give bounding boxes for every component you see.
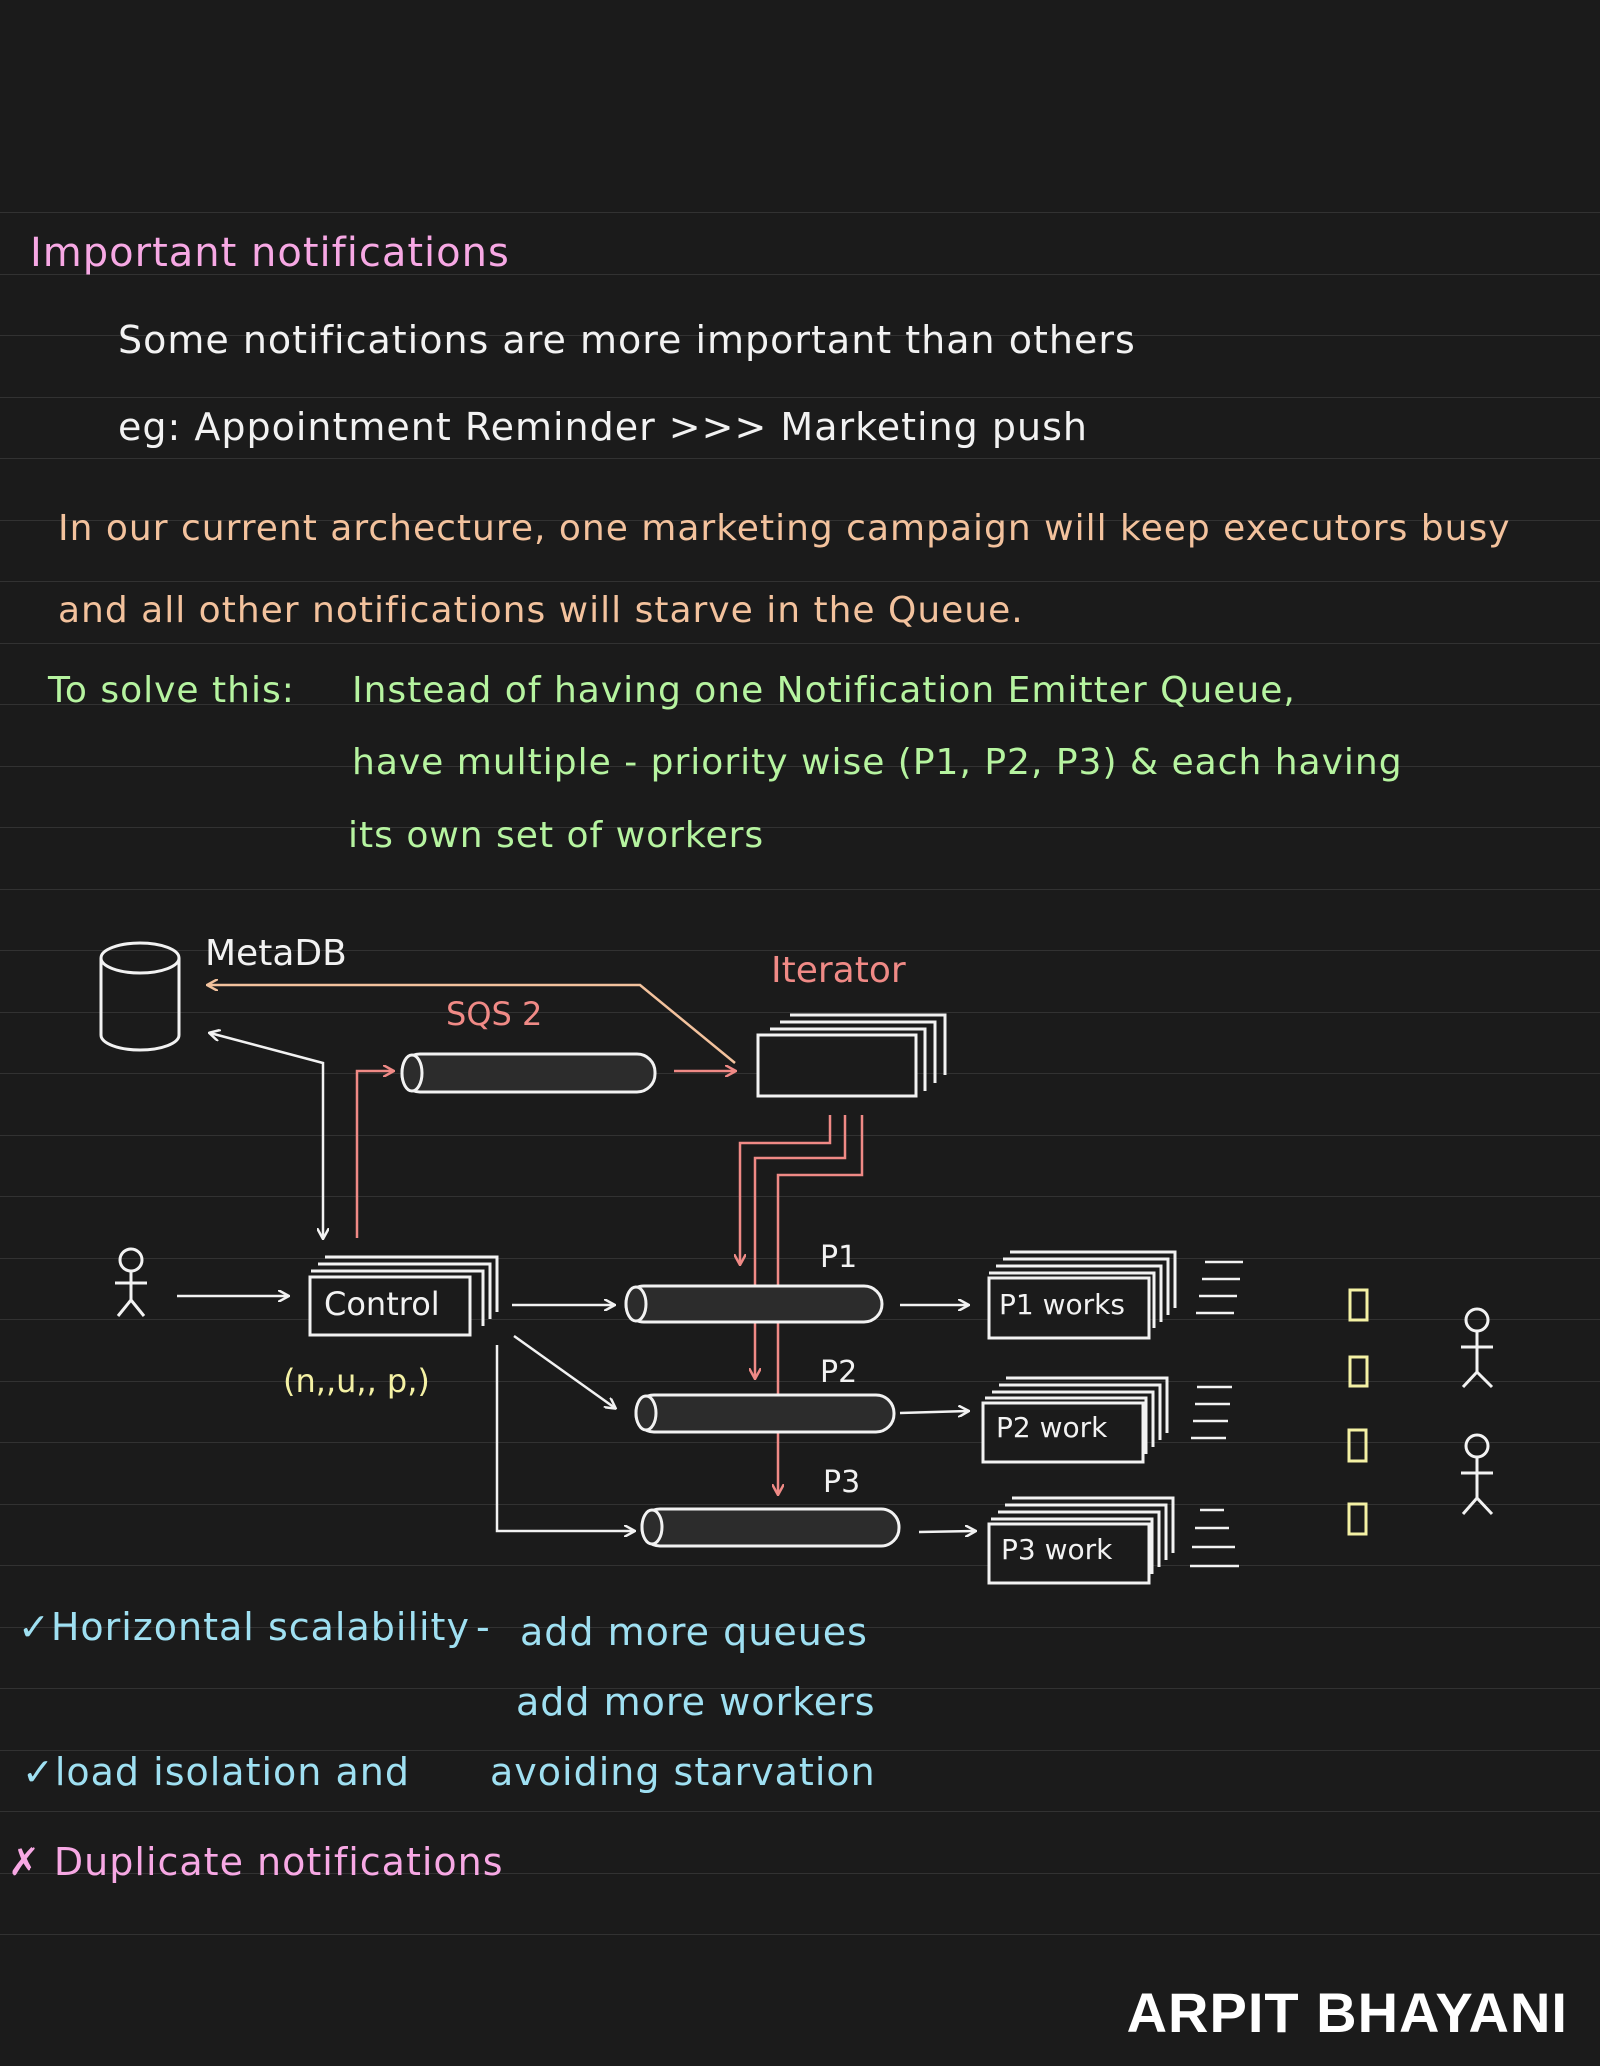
ruled-line	[0, 1934, 1600, 1935]
ruled-line	[0, 1811, 1600, 1812]
metadb-label: MetaDB	[205, 933, 347, 974]
sqs2-label: SQS 2	[446, 995, 543, 1033]
recipient-stick-figure-2-icon	[1461, 1433, 1494, 1516]
control-box	[308, 1255, 499, 1337]
control-to-sqs2-arrow	[355, 1071, 393, 1238]
solve-line-3: its own set of workers	[348, 815, 765, 856]
pro-horizontal-scalability: ✓Horizontal scalability	[18, 1605, 470, 1649]
control-to-metadb-arrow	[210, 1033, 325, 1106]
ruled-line	[0, 335, 1600, 336]
intro-line-1: Some notifications are more important th…	[118, 318, 1136, 362]
ruled-line	[0, 766, 1600, 767]
pro-load-isolation: ✓load isolation and	[22, 1750, 410, 1794]
p3-workers-box	[987, 1496, 1175, 1585]
p3-to-workers-arrow	[918, 1531, 975, 1532]
device-icons	[1347, 1288, 1369, 1536]
control-label: Control	[324, 1285, 440, 1323]
sqs2-queue	[400, 1052, 657, 1094]
heading: Important notifications	[30, 230, 510, 276]
solve-line-2: have multiple - priority wise (P1, P2, P…	[352, 742, 1403, 783]
ruled-line	[0, 950, 1600, 951]
ruled-line	[0, 1381, 1600, 1382]
problem-line-2: and all other notifications will starve …	[58, 590, 1024, 631]
control-to-p2-arrow	[513, 1334, 615, 1408]
problem-line-1: In our current archecture, one marketing…	[58, 508, 1511, 549]
con-duplicate-notifications: ✗ Duplicate notifications	[8, 1840, 504, 1884]
ruled-line	[0, 1442, 1600, 1443]
pro-add-workers: add more workers	[516, 1680, 876, 1724]
ruled-line	[0, 1135, 1600, 1136]
p1-workers-label: P1 works	[999, 1288, 1125, 1321]
p3-workers-label: P3 work	[1001, 1533, 1113, 1566]
ruled-line	[0, 1504, 1600, 1505]
ruled-line	[0, 458, 1600, 459]
ruled-line	[0, 643, 1600, 644]
iterator-to-metadb-arrow	[208, 985, 736, 1064]
iterator-to-p2-arrow	[755, 1115, 847, 1378]
iterator-to-p3-arrow	[778, 1115, 864, 1494]
ruled-line	[0, 1258, 1600, 1259]
recipient-stick-figure-1-icon	[1461, 1307, 1494, 1389]
iterator-label: Iterator	[771, 950, 906, 991]
ruled-line	[0, 827, 1600, 828]
p1-workers-box	[987, 1250, 1177, 1340]
metadb-cylinder-icon	[99, 941, 181, 1052]
iterator-box	[756, 1013, 947, 1098]
ruled-line	[0, 274, 1600, 275]
ruled-line	[0, 581, 1600, 582]
author-brand: ARPIT BHAYANI	[1126, 1981, 1568, 2044]
p2-to-workers-arrow	[899, 1411, 968, 1413]
pro-avoiding-starvation: avoiding starvation	[490, 1750, 876, 1794]
p2-workers-label: P2 work	[996, 1411, 1108, 1444]
ruled-line	[0, 1565, 1600, 1566]
worker-lines-icon	[1190, 1260, 1243, 1568]
p2-label: P2	[820, 1355, 858, 1390]
ruled-line	[0, 212, 1600, 213]
p2-queue	[634, 1393, 896, 1434]
p1-queue	[624, 1284, 884, 1324]
intro-line-2: eg: Appointment Reminder >>> Marketing p…	[118, 405, 1088, 449]
pro-dash: -	[476, 1605, 491, 1649]
p3-label: P3	[823, 1465, 861, 1500]
ruled-line	[0, 1873, 1600, 1874]
solve-label: To solve this:	[48, 670, 295, 711]
ruled-line	[0, 397, 1600, 398]
ruled-line	[0, 520, 1600, 521]
control-to-p3-arrow	[495, 1345, 634, 1531]
p1-label: P1	[820, 1240, 858, 1275]
ruled-line	[0, 1012, 1600, 1013]
pro-add-queues: add more queues	[520, 1610, 868, 1654]
ruled-line	[0, 1688, 1600, 1689]
ruled-line	[0, 704, 1600, 705]
solve-line-1: Instead of having one Notification Emitt…	[352, 670, 1296, 711]
p3-queue	[640, 1507, 901, 1548]
iterator-to-p1-arrow	[740, 1115, 832, 1264]
ruled-line	[0, 1627, 1600, 1628]
p2-workers-box	[981, 1376, 1169, 1464]
user-stick-figure-icon	[115, 1247, 147, 1317]
ruled-line	[0, 1750, 1600, 1751]
ruled-line	[0, 889, 1600, 890]
ruled-line	[0, 1196, 1600, 1197]
tuple-label: (n,,u,, p,)	[283, 1362, 430, 1400]
